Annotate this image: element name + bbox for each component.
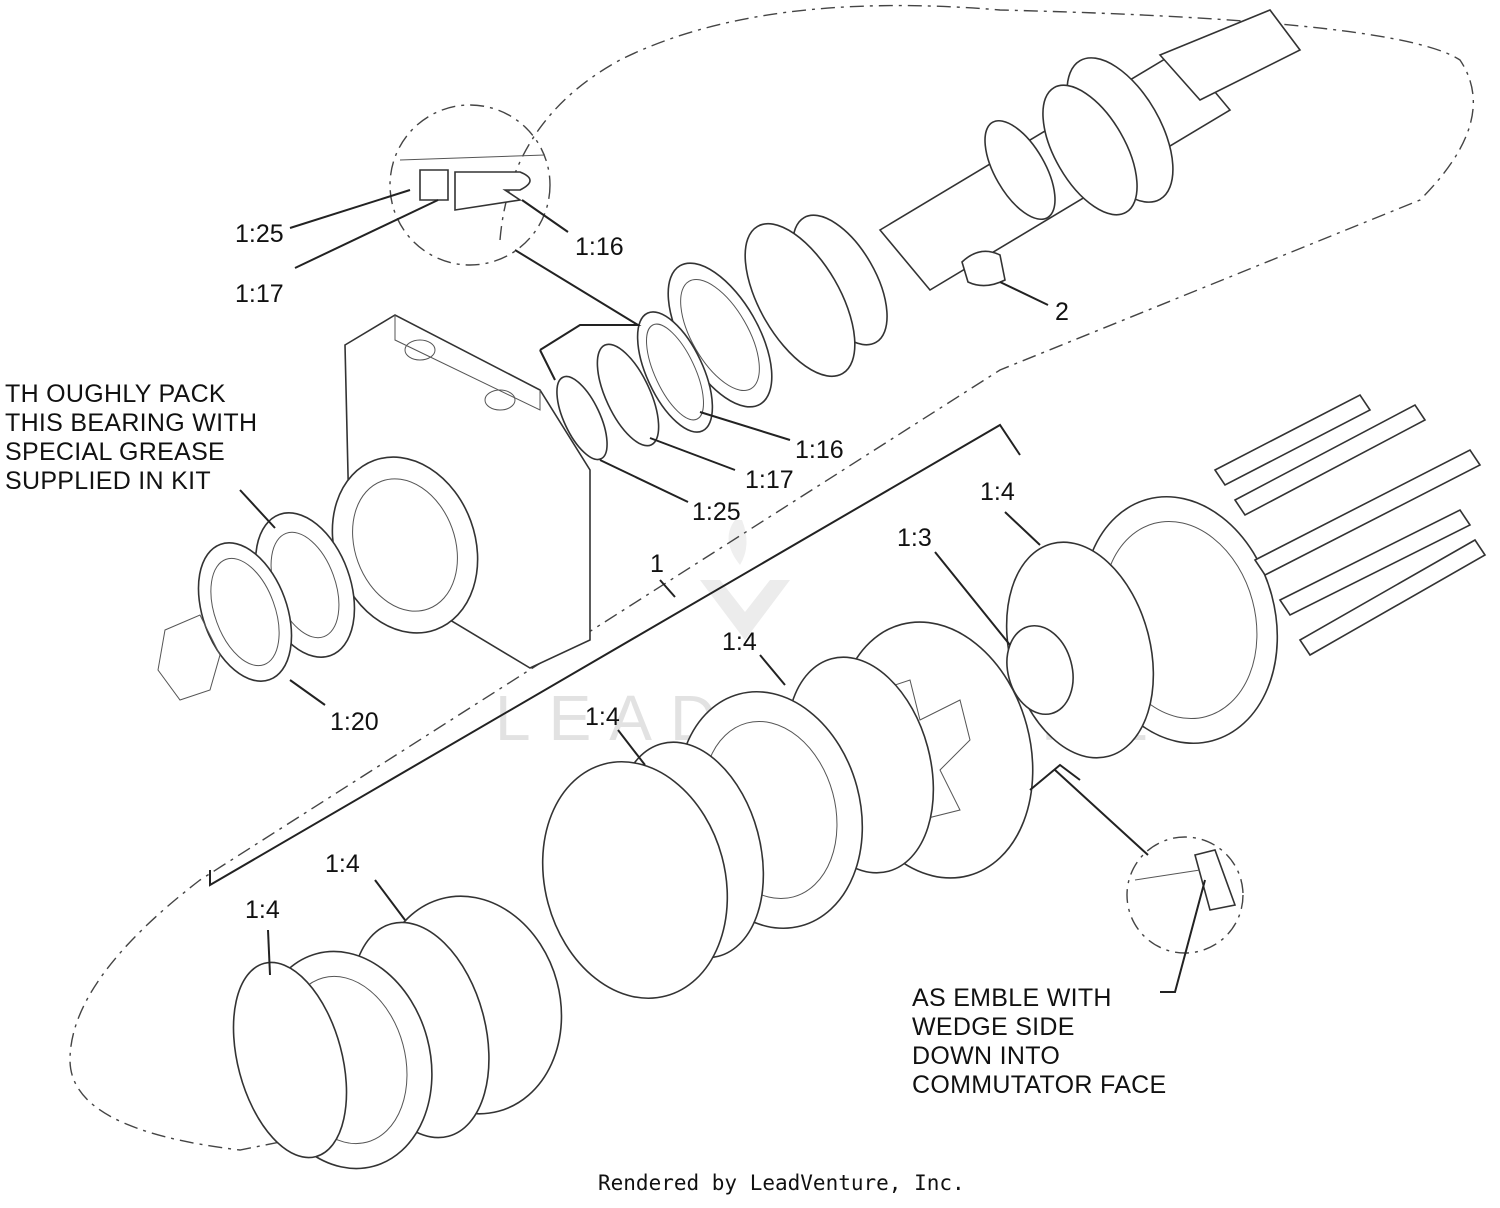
bearing-note: TH OUGHLY PACK THIS BEARING WITH SPECIAL… [5,380,257,495]
shaft-seals [556,311,714,461]
callout-1-kit: 1 [650,550,664,578]
wedge-note-line-3: DOWN INTO [912,1042,1060,1070]
bearing-note-line-4: SUPPLIED IN KIT [5,467,211,495]
bearing-note-line-3: SPECIAL GREASE [5,438,225,466]
leader-lines [209,189,1206,993]
callout-1-25-top: 1:25 [235,220,284,248]
wedge-note-line-1: AS EMBLE WITH [912,984,1112,1012]
callout-1-4-left: 1:4 [245,896,280,924]
wedge-note: AS EMBLE WITH WEDGE SIDE DOWN INTO COMMU… [912,984,1167,1099]
tie-bolts [1213,393,1487,657]
seal-detail-top [389,104,551,266]
callout-1-4-mid: 1:4 [585,703,620,731]
seal-detail-bottom [1126,836,1244,954]
wedge-note-line-4: COMMUTATOR FACE [912,1071,1167,1099]
output-shaft [667,9,1302,408]
front-bearing [157,512,356,701]
callout-1-4-left-upper: 1:4 [325,850,360,878]
footer-credit: Rendered by LeadVenture, Inc. [598,1171,965,1195]
callout-1-4-center: 1:4 [722,628,757,656]
callout-1-25-mid: 1:25 [692,498,741,526]
callout-2-key: 2 [1055,298,1069,326]
callout-1-3: 1:3 [897,524,932,552]
watermark-logo [700,580,790,640]
callout-1-17-mid: 1:17 [745,466,794,494]
wedge-note-line-2: WEDGE SIDE [912,1013,1075,1041]
callout-1-16-top: 1:16 [575,233,624,261]
watermark-flame [728,520,747,565]
woodruff-key [961,250,1006,287]
front-housing [331,314,591,669]
callout-1-17-top: 1:17 [235,280,284,308]
callout-labels: 1:25 1:17 1:16 2 1:16 1:17 1:25 1:20 1 1… [235,220,1069,924]
bearing-note-line-2: THIS BEARING WITH [5,409,257,437]
callout-1-16-mid: 1:16 [795,436,844,464]
bearing-note-line-1: TH OUGHLY PACK [5,380,226,408]
callout-1-20: 1:20 [330,708,379,736]
callout-1-4-right: 1:4 [980,478,1015,506]
motor-gerotor-stack [232,495,1279,1170]
kit-boundary [69,4,1474,1151]
